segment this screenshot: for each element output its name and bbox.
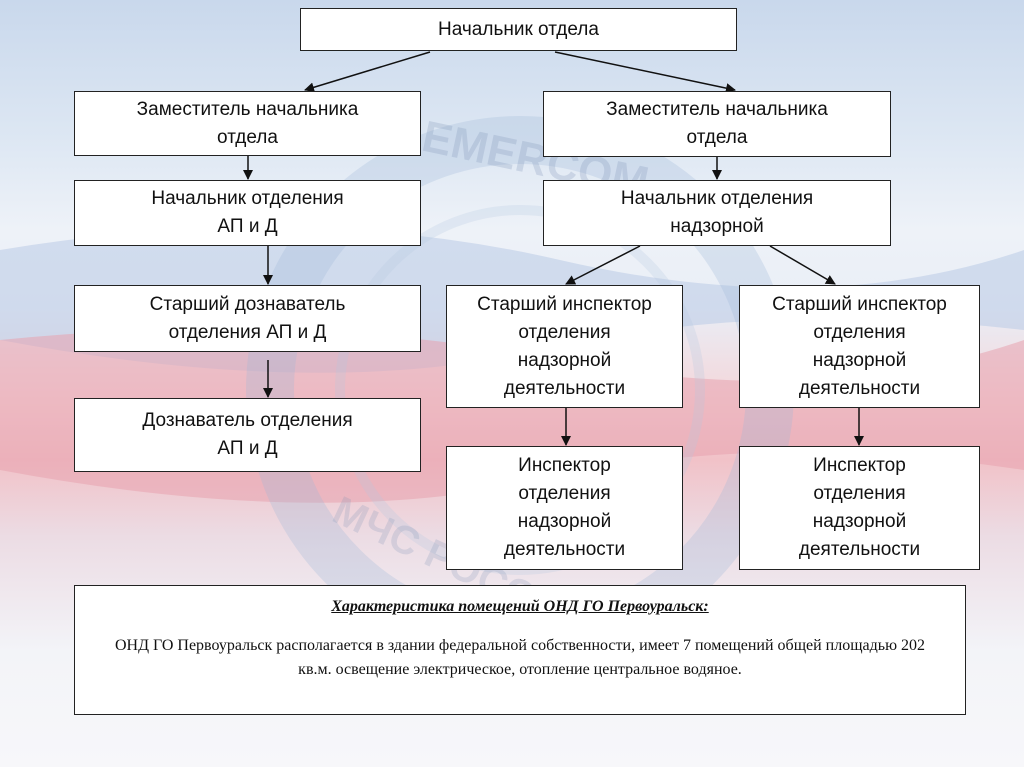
premises-info-panel: Характеристика помещений ОНД ГО Первоура… xyxy=(74,585,966,715)
node-senior-inspector-1-line-4: деятельности xyxy=(503,377,626,399)
node-inspector-1-line-1: Инспектор xyxy=(518,455,611,476)
node-senior-investigator: Старший дознаватель отделения АП и Д xyxy=(74,285,421,352)
premises-info-text: ОНД ГО Первоуральск располагается в здан… xyxy=(114,637,926,678)
node-deputy-right: Заместитель начальника отдела xyxy=(543,91,891,157)
node-inspector-1: Инспектор отделения надзорной деятельнос… xyxy=(446,446,683,570)
node-inspector-2-line-3: надзорной xyxy=(812,511,907,532)
node-deputy-left-line-1: Заместитель начальника xyxy=(136,98,359,120)
node-deputy-left: Заместитель начальника отдела xyxy=(74,91,421,156)
node-section-head-ap-line-2: АП и Д xyxy=(217,216,278,237)
node-section-head-ap: Начальник отделения АП и Д xyxy=(74,180,421,246)
node-deputy-left-line-2: отдела xyxy=(217,126,278,148)
node-inspector-1-line-4: деятельности xyxy=(503,539,626,560)
node-senior-inspector-2-line-3: надзорной xyxy=(812,349,907,371)
node-senior-inspector-2-line-4: деятельности xyxy=(798,377,921,399)
node-senior-inspector-2-line-1: Старший инспектор xyxy=(772,293,947,315)
node-deputy-right-line-2: отдела xyxy=(686,127,748,148)
node-senior-inspector-1-line-3: надзорной xyxy=(517,349,612,371)
node-section-head-supervisory-line-2: надзорной xyxy=(670,216,764,237)
node-senior-investigator-line-1: Старший дознаватель xyxy=(149,293,346,315)
node-inspector-2-line-4: деятельности xyxy=(798,539,921,560)
node-inspector-2-line-1: Инспектор xyxy=(813,455,906,476)
node-inspector-2: Инспектор отделения надзорной деятельнос… xyxy=(739,446,980,570)
node-inspector-1-line-2: отделения xyxy=(518,483,611,504)
node-inspector-2-line-2: отделения xyxy=(813,483,906,504)
node-deputy-right-line-1: Заместитель начальника xyxy=(606,99,828,120)
node-head-line-1: Начальник отдела xyxy=(438,18,599,40)
node-senior-inspector-1: Старший инспектор отделения надзорной де… xyxy=(446,285,683,408)
node-senior-inspector-1-line-1: Старший инспектор xyxy=(477,293,652,315)
node-investigator: Дознаватель отделения АП и Д xyxy=(74,398,421,472)
node-section-head-supervisory-line-1: Начальник отделения xyxy=(620,188,814,209)
node-section-head-ap-line-1: Начальник отделения xyxy=(151,188,344,209)
node-senior-inspector-2: Старший инспектор отделения надзорной де… xyxy=(739,285,980,408)
node-head: Начальник отдела xyxy=(300,8,737,51)
node-inspector-1-line-3: надзорной xyxy=(517,511,612,532)
node-section-head-supervisory: Начальник отделения надзорной xyxy=(543,180,891,246)
node-investigator-line-2: АП и Д xyxy=(217,438,278,459)
node-senior-inspector-1-line-2: отделения xyxy=(518,321,611,343)
premises-info-title: Характеристика помещений ОНД ГО Первоура… xyxy=(331,598,709,615)
node-senior-investigator-line-2: отделения АП и Д xyxy=(168,321,327,343)
node-investigator-line-1: Дознаватель отделения xyxy=(142,410,353,431)
node-senior-inspector-2-line-2: отделения xyxy=(813,321,906,343)
